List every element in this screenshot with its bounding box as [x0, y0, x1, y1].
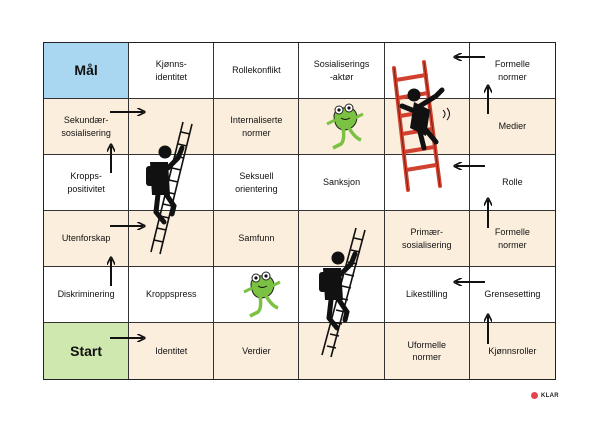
path-arrows [110, 57, 488, 344]
board-cell: Sekundær- sosialisering [44, 99, 130, 155]
ladder-climber-icon [319, 227, 366, 358]
board-cell: Start [44, 323, 130, 379]
board-cell: Mål [44, 43, 130, 99]
board-cell: Formelle normer [469, 211, 555, 267]
brand-logo: KLAR [531, 392, 559, 399]
frog-icon [326, 103, 364, 150]
board-cell: Sosialiserings -aktør [299, 43, 385, 99]
board-cell: Rollekonflikt [214, 43, 300, 99]
board-cell: Seksuell orientering [214, 155, 300, 211]
board-cell [129, 211, 215, 267]
brand-dot-icon [531, 392, 538, 399]
board-cell: Samfunn [214, 211, 300, 267]
board-cell: Kjønns- identitet [129, 43, 215, 99]
board-cell: Diskriminering [44, 267, 130, 323]
brand-label: KLAR [541, 392, 559, 399]
board-cell: Sanksjon [299, 155, 385, 211]
frog-icon [243, 271, 281, 318]
board-cell [299, 323, 385, 379]
board-cell: Grensesetting [469, 267, 555, 323]
board-cell: Formelle normer [469, 43, 555, 99]
board-cell: Uformelle normer [384, 323, 470, 379]
ladder-climber-icon [146, 121, 193, 255]
ladder-faller-icon [392, 60, 450, 192]
board-cell: Kjønnsroller [469, 323, 555, 379]
board-cell: Identitet [129, 323, 215, 379]
board-cell: Primær- sosialisering [384, 211, 470, 267]
board-cell: Kroppspress [129, 267, 215, 323]
board-cell: Medier [469, 99, 555, 155]
board-cell: Kropps- positivitet [44, 155, 130, 211]
board-cell: Likestilling [384, 267, 470, 323]
board-cell: Internaliserte normer [214, 99, 300, 155]
board-cell: Verdier [214, 323, 300, 379]
